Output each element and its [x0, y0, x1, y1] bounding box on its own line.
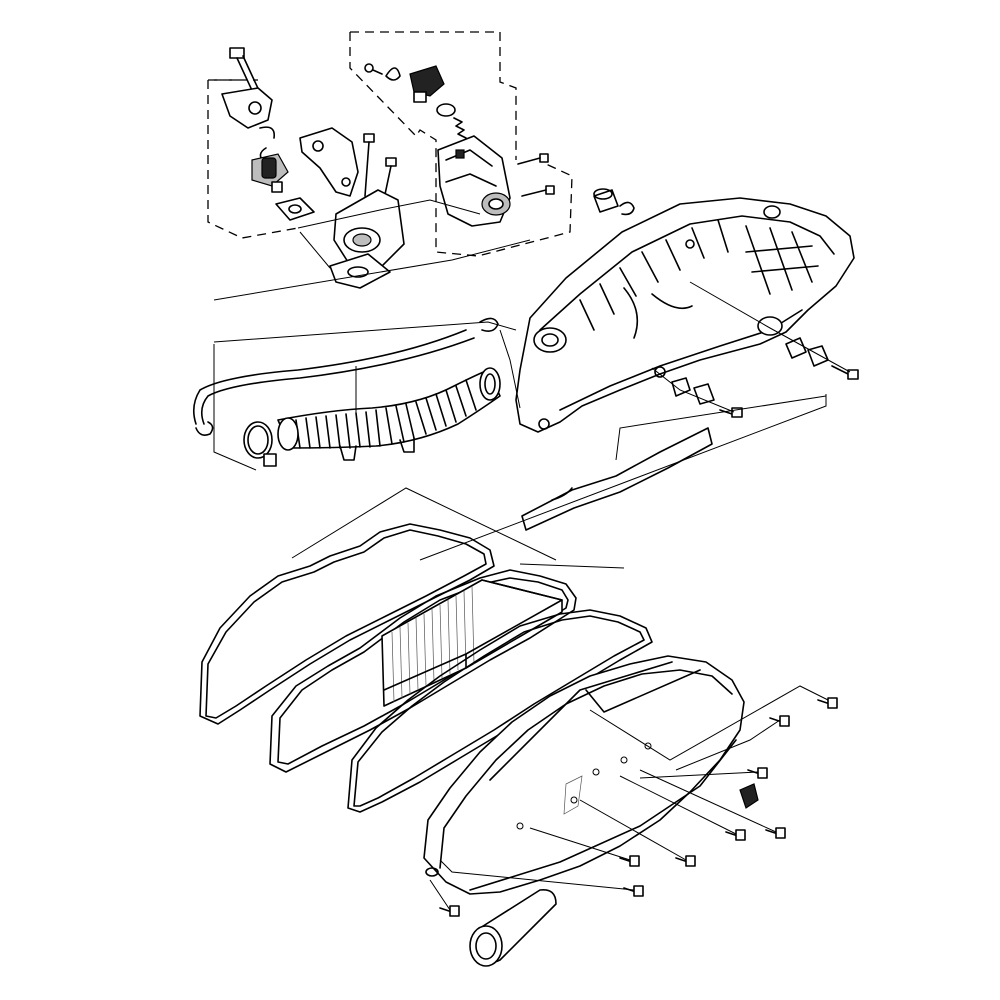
cover-screw-9	[439, 905, 460, 917]
cover-clip	[739, 783, 759, 809]
cover-gasket	[347, 609, 653, 813]
idle-valve-group-boundary	[349, 31, 573, 257]
cover-screw-3	[747, 767, 768, 779]
idle-control-valve	[409, 65, 445, 103]
idle-valve-clip	[385, 67, 401, 81]
breather-hose-bracket	[213, 321, 517, 343]
cover-screw-5	[765, 827, 786, 839]
case-grommet-top	[593, 188, 635, 216]
throttle-sensor-bracket	[221, 87, 276, 163]
intake-duct	[277, 367, 501, 461]
intake-manifold	[329, 189, 405, 289]
sensor-group-boundary	[207, 79, 299, 239]
cover-screws	[439, 697, 838, 917]
filter-frame	[269, 569, 577, 773]
cover-leader-lines	[429, 685, 829, 911]
intake-snorkel	[469, 888, 557, 967]
throttle-cable-bracket	[299, 127, 359, 197]
filter-leader-lines	[291, 487, 625, 569]
cover-screw-6	[619, 855, 640, 867]
foam-seal-strip	[521, 427, 713, 531]
idle-valve-screw	[364, 63, 383, 75]
throttle-body-bolts	[517, 153, 555, 197]
breather-hose	[192, 317, 499, 436]
air-filter-case	[515, 197, 855, 433]
cover-screw-4	[725, 829, 746, 841]
top-leader-lines	[213, 199, 531, 301]
cover-screw-8	[623, 885, 644, 897]
case-mounting-bolts	[671, 337, 859, 418]
valve-spring	[453, 117, 467, 139]
air-filter-cover	[423, 655, 745, 895]
valve-o-ring	[436, 103, 456, 117]
throttle-position-sensor	[251, 153, 289, 193]
case-leader-lines	[499, 281, 851, 461]
cover-screw-1	[817, 697, 838, 709]
duct-clamp	[243, 421, 277, 467]
throttle-body	[437, 135, 511, 227]
duct-leader-lines	[213, 344, 357, 471]
case-gasket	[199, 523, 495, 725]
seal-leader-line	[419, 394, 827, 561]
air-filter-element	[381, 579, 563, 707]
cover-screw-7	[675, 855, 696, 867]
cover-screw-2	[769, 715, 790, 727]
sensor-gasket	[275, 197, 315, 221]
